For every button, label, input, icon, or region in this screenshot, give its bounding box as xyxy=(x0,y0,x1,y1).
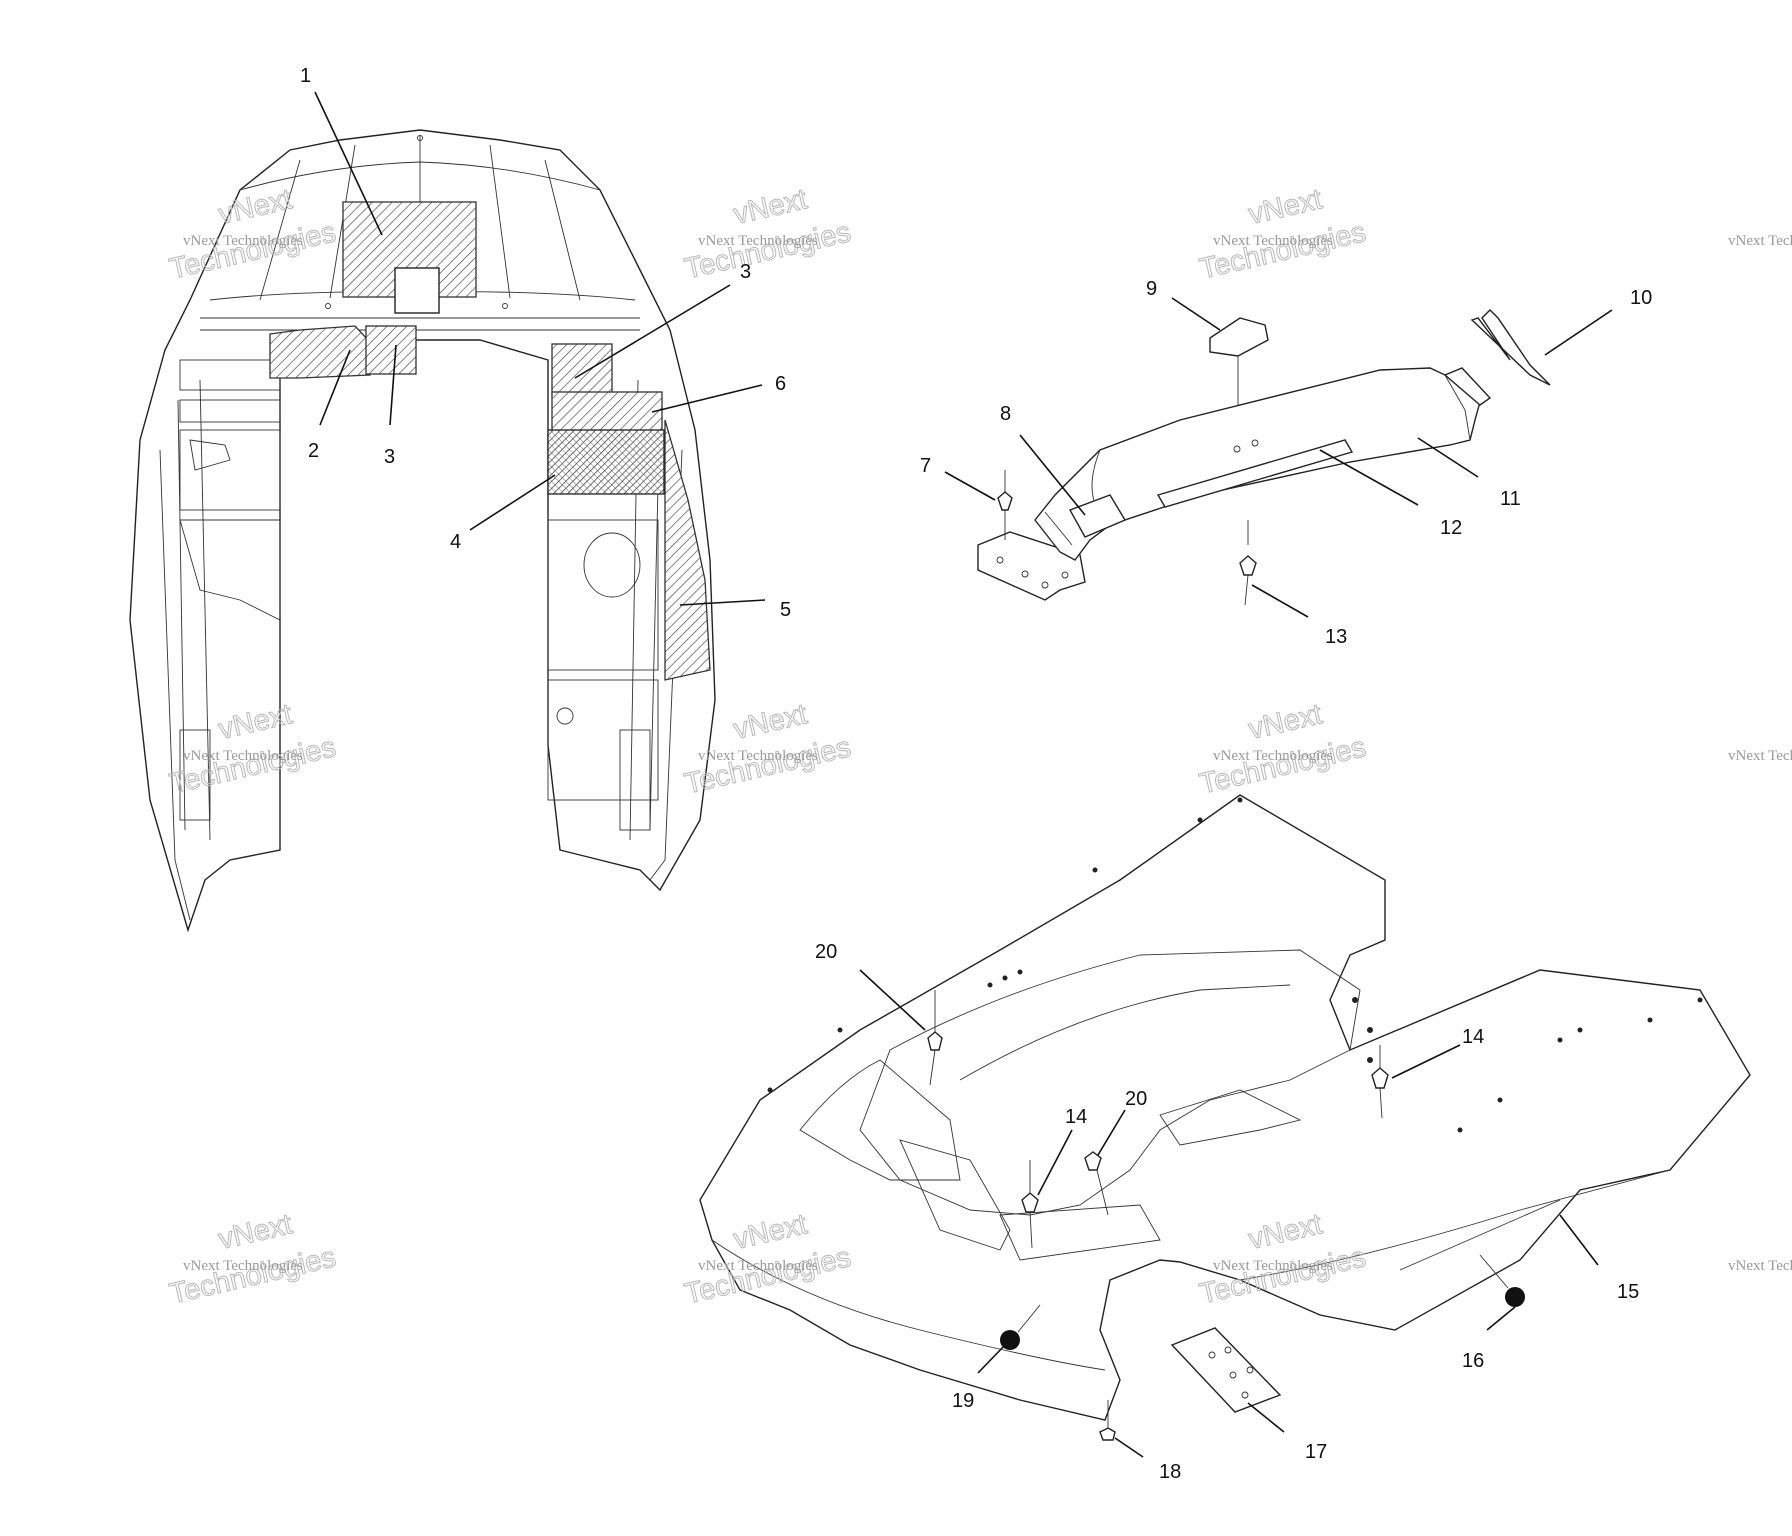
watermark-small: vNext Technologies xyxy=(1728,748,1792,764)
callout-6: 6 xyxy=(775,373,786,395)
callout-13: 13 xyxy=(1325,626,1347,648)
callout-11: 11 xyxy=(1500,488,1521,510)
callout-8: 8 xyxy=(1000,403,1011,425)
watermark-small: vNext Technologies xyxy=(183,748,303,764)
rivet-7 xyxy=(997,491,1013,511)
decal-2 xyxy=(269,325,371,379)
callout-14-right: 14 xyxy=(1462,1026,1484,1048)
callout-10: 10 xyxy=(1630,287,1652,309)
callout-14-mid: 14 xyxy=(1065,1106,1087,1128)
watermark-small: vNext Technologies xyxy=(1213,233,1333,249)
callout-4: 4 xyxy=(450,531,461,553)
decal-8 xyxy=(1068,494,1127,538)
watermark-small: vNext Technologies xyxy=(1728,1258,1792,1274)
decal-6 xyxy=(551,391,663,433)
callout-19: 19 xyxy=(952,1390,974,1412)
decal-12 xyxy=(1156,439,1354,508)
decal-3-right xyxy=(551,343,613,395)
belly-pan-assembly xyxy=(699,794,1751,1441)
callout-9: 9 xyxy=(1146,278,1157,300)
belly-pan-15 xyxy=(699,794,1751,1421)
hood-assembly xyxy=(129,129,716,933)
watermark-big-2: Technologies xyxy=(682,216,854,285)
callout-15: 15 xyxy=(1617,1281,1639,1303)
callout-7: 7 xyxy=(920,455,931,477)
callout-17: 17 xyxy=(1305,1441,1327,1463)
clip-9 xyxy=(1209,317,1269,357)
watermark-small: vNext Technologies xyxy=(698,233,818,249)
callout-20-mid: 20 xyxy=(1125,1088,1147,1110)
callouts: 1 2 3 3 4 5 6 7 8 9 10 11 12 13 14 14 15 xyxy=(300,65,1652,1483)
watermark-big-1: vNext xyxy=(731,183,810,231)
decal-4 xyxy=(547,429,665,495)
decal-3-center xyxy=(365,325,417,375)
nut-18 xyxy=(1099,1427,1116,1441)
watermark-small: vNext Technologies xyxy=(183,233,303,249)
watermark-big-2: Technologies xyxy=(1197,216,1369,285)
callout-5: 5 xyxy=(780,599,791,621)
watermark-big-1: vNext xyxy=(1246,183,1325,231)
watermark-big-2: Technologies xyxy=(1197,731,1369,800)
watermark-small: vNext Technologies xyxy=(1728,233,1792,249)
console-11 xyxy=(1034,367,1481,561)
callout-12: 12 xyxy=(1440,517,1462,539)
fastener-20-upper xyxy=(927,1031,943,1051)
callout-3-right: 3 xyxy=(740,261,751,283)
rivet-13 xyxy=(1239,555,1257,576)
fastener-14-mid xyxy=(1021,1192,1039,1213)
callout-18: 18 xyxy=(1159,1461,1181,1483)
watermark-small: vNext Technologies xyxy=(1213,1258,1333,1274)
callout-1: 1 xyxy=(300,65,311,87)
callout-16: 16 xyxy=(1462,1350,1484,1372)
grommet-16 xyxy=(1505,1287,1525,1307)
watermark-small: vNext Technologies xyxy=(698,748,818,764)
fastener-14-right xyxy=(1371,1067,1389,1089)
callout-20-upper: 20 xyxy=(815,941,837,963)
watermark-big-1: vNext xyxy=(216,1208,295,1256)
watermark-small: vNext Technologies xyxy=(1213,748,1333,764)
clip-10 xyxy=(1470,309,1551,386)
watermark-big-1: vNext xyxy=(731,698,810,746)
callout-3-center: 3 xyxy=(384,446,395,468)
plate-17 xyxy=(1170,1327,1282,1413)
watermark-big-1: vNext xyxy=(1246,698,1325,746)
decal-5 xyxy=(664,419,711,681)
watermark-small: vNext Technologies xyxy=(183,1258,303,1274)
belly-pan-holes xyxy=(767,797,1703,1133)
watermark-big-2: Technologies xyxy=(167,1241,339,1310)
callout-2: 2 xyxy=(308,440,319,462)
watermark-small: vNext Technologies xyxy=(698,1258,818,1274)
console-assembly xyxy=(977,309,1551,606)
fastener-20-mid xyxy=(1084,1151,1102,1171)
